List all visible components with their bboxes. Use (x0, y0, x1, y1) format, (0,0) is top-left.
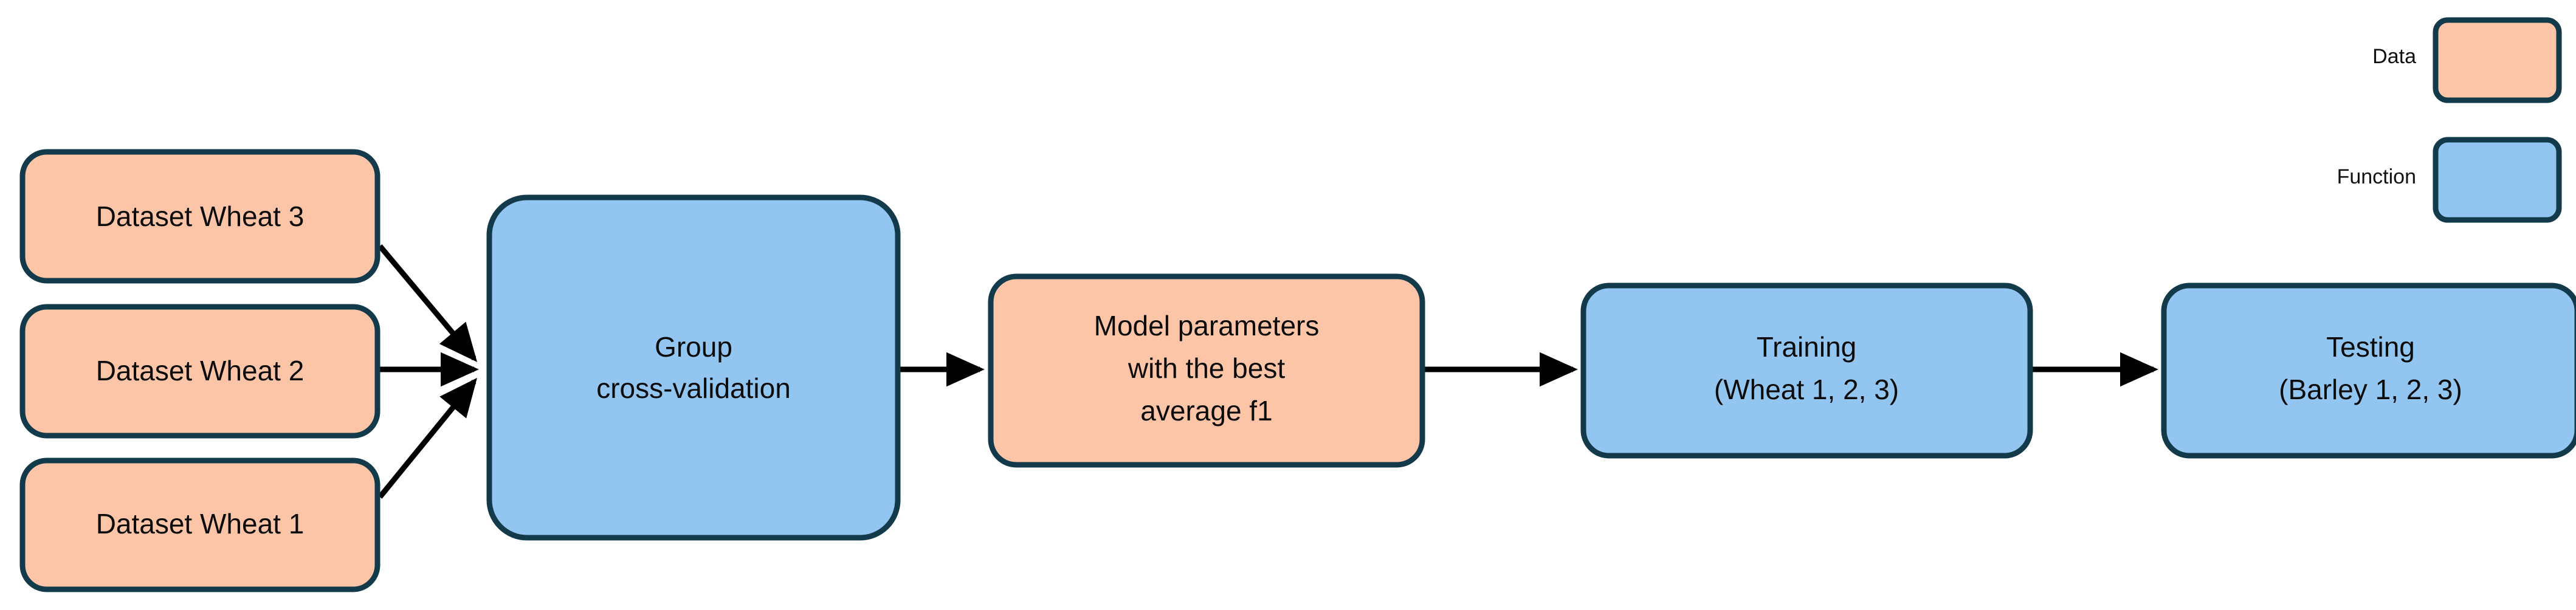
node-label-line-2: (Barley 1, 2, 3) (2279, 374, 2462, 405)
node-label-line-1: Model parameters (1094, 310, 1320, 341)
node-training[interactable]: Training (Wheat 1, 2, 3) (1580, 283, 2033, 459)
node-shape (19, 458, 381, 592)
node-dataset-wheat-3[interactable]: Dataset Wheat 3 (19, 149, 381, 284)
node-label-line-3: average f1 (1140, 395, 1272, 427)
legend-item-function: Function (2337, 137, 2562, 223)
node-label-line-1: Training (1757, 331, 1856, 363)
node-label-line-2: cross-validation (596, 372, 791, 404)
node-group-cross-validation[interactable]: Group cross-validation (486, 194, 901, 541)
node-label: Dataset Wheat 2 (96, 355, 305, 386)
node-shape (19, 149, 381, 284)
edge-wheat3-to-cv (377, 244, 478, 363)
edges-layer (377, 244, 2158, 499)
legend-swatch-function (2433, 137, 2562, 223)
legend-label-function: Function (2337, 165, 2416, 188)
legend: Data Function (2337, 17, 2562, 223)
legend-label-data: Data (2372, 45, 2416, 68)
legend-item-data: Data (2372, 17, 2562, 103)
edge-wheat1-to-cv (377, 377, 477, 499)
node-shape (988, 273, 1425, 468)
node-shape (2161, 283, 2576, 459)
node-shape (486, 194, 901, 541)
node-label-line-1: Testing (2326, 331, 2415, 363)
node-shape (19, 304, 381, 439)
node-label-line-2: with the best (1128, 352, 1285, 384)
node-dataset-wheat-1[interactable]: Dataset Wheat 1 (19, 458, 381, 592)
node-label-line-2: (Wheat 1, 2, 3) (1714, 374, 1899, 405)
node-dataset-wheat-2[interactable]: Dataset Wheat 2 (19, 304, 381, 439)
node-model-parameters[interactable]: Model parameters with the best average f… (988, 273, 1425, 468)
node-shape (1580, 283, 2033, 459)
node-testing[interactable]: Testing (Barley 1, 2, 3) (2161, 283, 2576, 459)
node-label: Dataset Wheat 1 (96, 508, 305, 540)
legend-swatch-data (2433, 17, 2562, 103)
node-label-line-1: Group (655, 331, 732, 363)
node-label: Dataset Wheat 3 (96, 200, 305, 232)
